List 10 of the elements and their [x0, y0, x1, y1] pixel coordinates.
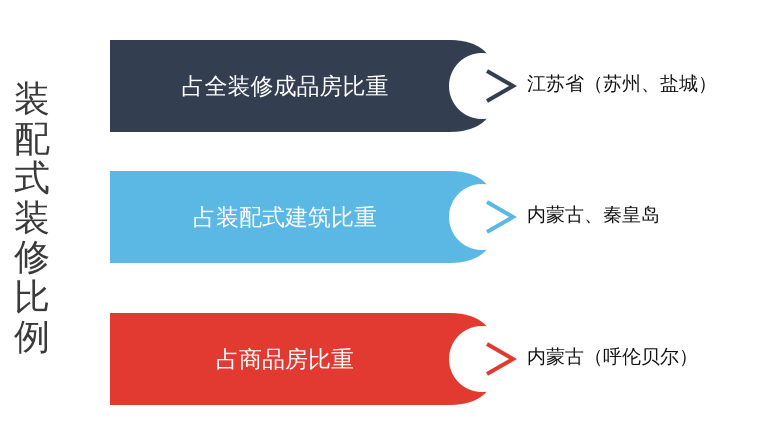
- banner-label: 占装配式建筑比重: [193, 204, 377, 232]
- chevron-arrow: [486, 69, 517, 103]
- banner-label: 占商品房比重: [216, 346, 354, 374]
- banner-label: 占全装修成品房比重: [182, 72, 388, 102]
- region-label: 江苏省（苏州、盐城）: [527, 72, 717, 97]
- region-label: 内蒙古、秦皇岛: [527, 203, 660, 228]
- region-label: 内蒙古（呼伦贝尔）: [527, 345, 698, 370]
- chevron-arrow: [486, 342, 517, 376]
- vertical-title: 装配式装修比例: [14, 80, 50, 358]
- chevron-arrow: [486, 200, 517, 234]
